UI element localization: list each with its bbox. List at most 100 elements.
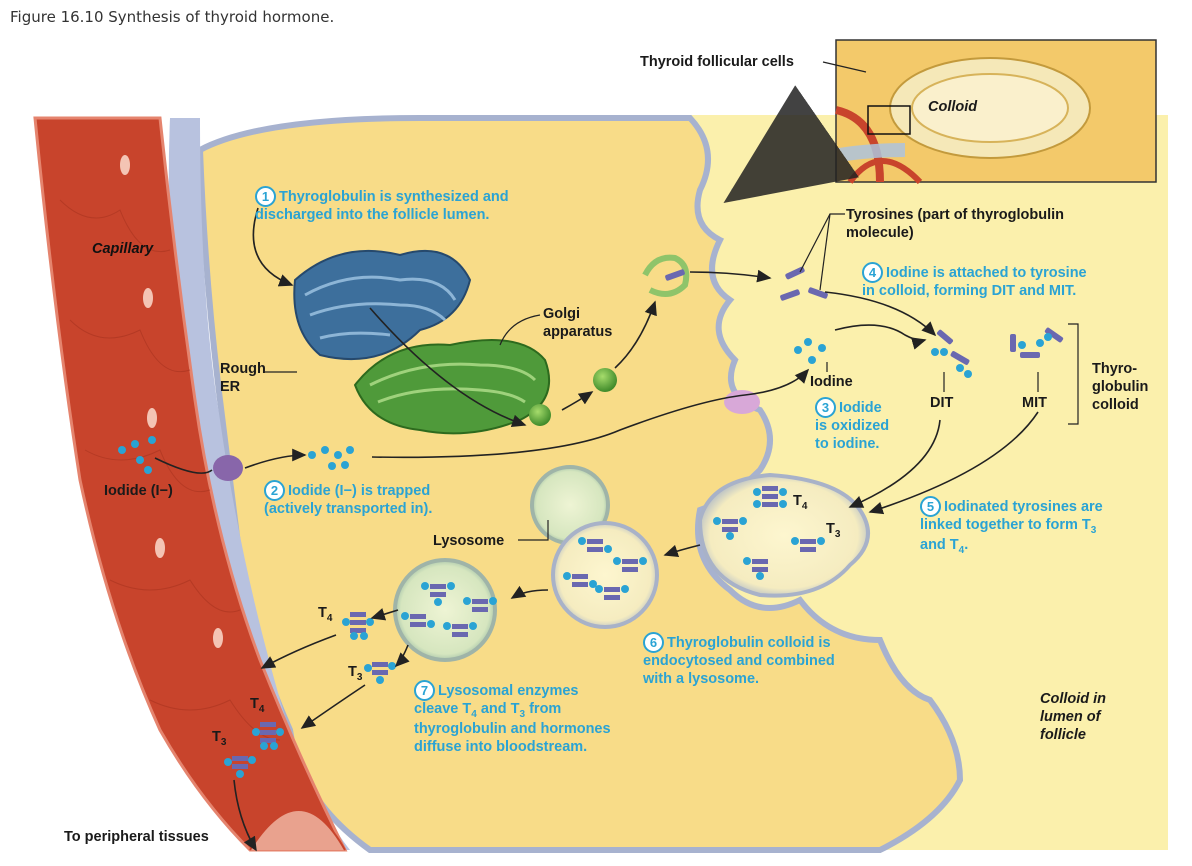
dit-molecules xyxy=(931,329,972,378)
t4-lower-letter: T xyxy=(250,696,259,712)
label-tyrosines-line2: molecule) xyxy=(846,225,914,242)
step-3-line3: to iodine. xyxy=(815,435,880,452)
label-t4-upper: T4 xyxy=(318,604,332,625)
step-3-line2: is oxidized xyxy=(815,418,890,434)
label-t3-upper: T3 xyxy=(348,663,362,684)
step-7-line2: cleave T xyxy=(414,701,472,717)
t4-upper-sub: 4 xyxy=(326,612,333,624)
tyrosine-bars xyxy=(665,266,828,301)
step-4-line2: in colloid, forming DIT and MIT. xyxy=(862,283,1077,299)
lysosome-group xyxy=(530,465,659,629)
step-2-number: 2 xyxy=(264,480,285,501)
step-7-and: and T xyxy=(476,701,520,717)
rough-er xyxy=(293,249,472,361)
t4-vesicle-sub: 4 xyxy=(801,500,808,512)
hormone-molecules xyxy=(224,486,825,778)
step-7-from: from xyxy=(525,701,562,717)
label-rough-er: Rough ER xyxy=(220,360,266,396)
step-5-number: 5 xyxy=(920,496,941,517)
t3-vesicle-sub: 3 xyxy=(834,528,841,540)
golgi-apparatus xyxy=(353,339,617,435)
t3-vesicle-letter: T xyxy=(826,521,835,537)
step-2-line1: Iodide (I−) is trapped xyxy=(288,483,431,499)
capillary-pores xyxy=(120,155,223,648)
label-lysosome: Lysosome xyxy=(433,533,505,549)
step-7-sub4: 4 xyxy=(471,708,477,720)
capillary-rim xyxy=(249,809,346,851)
step-7-line3: thyroglobulin and hormones xyxy=(414,721,611,738)
label-thyro-line3: colloid xyxy=(1092,397,1139,414)
step-6-line3: with a lysosome. xyxy=(643,670,760,687)
step-1-line2: discharged into the follicle lumen. xyxy=(255,207,490,223)
t4-lower-sub: 4 xyxy=(258,703,265,715)
label-dit: DIT xyxy=(930,395,954,411)
colloid-lumen-line1: Colloid in xyxy=(1040,691,1107,707)
label-golgi-line2: apparatus xyxy=(543,324,613,341)
label-thyro-line1: Thyro- xyxy=(1092,361,1138,377)
exocytosis-pit xyxy=(642,254,690,297)
step-7-sub3: 3 xyxy=(519,708,526,720)
step-3-line1: Iodide xyxy=(839,400,882,416)
t4-upper-letter: T xyxy=(318,605,327,621)
step-1-number: 1 xyxy=(255,186,276,207)
label-t3-lower: T3 xyxy=(212,728,226,749)
step-5-line3: and T xyxy=(920,537,959,554)
label-rough-er-line2: ER xyxy=(220,379,241,396)
label-iodide: Iodide (I−) xyxy=(104,483,173,499)
label-golgi-line1: Golgi xyxy=(543,306,581,322)
label-iodine: Iodine xyxy=(810,374,853,390)
t4-vesicle-letter: T xyxy=(793,493,802,509)
t3-lower-letter: T xyxy=(212,729,221,745)
capillary-texture xyxy=(59,199,281,741)
follicle-inset xyxy=(834,39,1157,185)
iodide-dots xyxy=(118,338,826,474)
label-mit: MIT xyxy=(1022,395,1047,411)
step-3-number: 3 xyxy=(815,397,836,418)
t3-lower-sub: 3 xyxy=(220,736,227,748)
step-2-line2: (actively transported in). xyxy=(264,501,433,517)
label-tyrosines: Tyrosines (part of thyroglobulin molecul… xyxy=(846,206,1064,242)
leader-lines xyxy=(265,61,1079,541)
t3-upper-sub: 3 xyxy=(356,671,363,683)
label-thyroid-follicular-cells: Thyroid follicular cells xyxy=(640,54,794,70)
zoom-arrow xyxy=(723,85,906,203)
colloid-lumen-line3: follicle xyxy=(1040,727,1086,744)
step-7-line1: Lysosomal enzymes xyxy=(438,683,579,699)
endocytic-vesicle xyxy=(697,472,870,598)
label-to-peripheral-tissues: To peripheral tissues xyxy=(64,829,209,845)
step-7-number: 7 xyxy=(414,680,435,701)
colloid-lumen-line2: lumen of xyxy=(1040,709,1101,726)
label-colloid-inset: Colloid xyxy=(928,99,978,115)
step-7-line4: diffuse into bloodstream. xyxy=(414,738,588,755)
step-5-sub4: 4 xyxy=(958,544,965,556)
label-rough-er-line1: Rough xyxy=(220,361,266,377)
label-thyro-line2: globulin xyxy=(1092,379,1149,396)
step-5-period: . xyxy=(964,537,969,554)
process-arrows xyxy=(154,207,1039,852)
label-colloid-lumen: Colloid in lumen of follicle xyxy=(1040,690,1106,744)
label-golgi: Golgi apparatus xyxy=(543,305,612,341)
figure-caption: Figure 16.10 Synthesis of thyroid hormon… xyxy=(10,8,335,26)
step-5-line2: linked together to form T xyxy=(920,517,1091,533)
mit-molecules xyxy=(1010,327,1064,358)
iodide-transporter xyxy=(213,455,243,481)
label-t4-lower: T4 xyxy=(250,695,264,716)
step-6-line1: Thyroglobulin colloid is xyxy=(667,635,831,651)
step-6-line2: endocytosed and combined xyxy=(643,653,835,669)
label-thyroglobulin-colloid: Thyro- globulin colloid xyxy=(1092,360,1148,414)
step-4-number: 4 xyxy=(862,262,883,283)
step-5-sub3: 3 xyxy=(1090,524,1097,536)
step-1-line1: Thyroglobulin is synthesized and xyxy=(279,189,509,205)
label-capillary: Capillary xyxy=(92,241,154,257)
step-6-number: 6 xyxy=(643,632,664,653)
label-t3-vesicle: T3 xyxy=(826,520,840,541)
lysosome-vesicle-lower xyxy=(393,558,497,662)
